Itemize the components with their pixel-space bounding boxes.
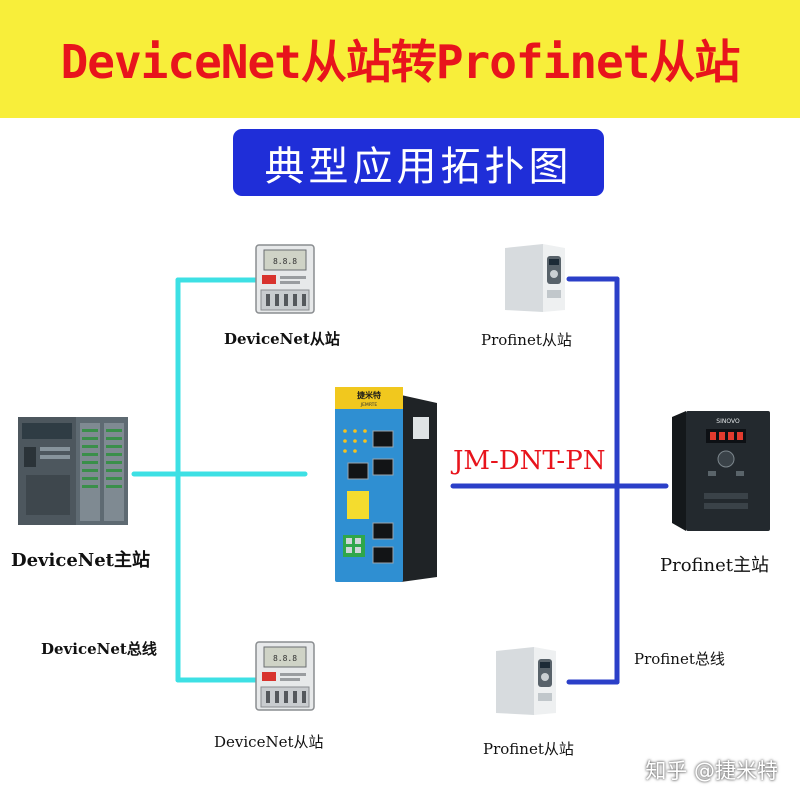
profinet-bus-lines <box>450 276 669 685</box>
gateway-device-icon: 捷米特 JEMRTE <box>335 387 437 582</box>
profinet-master-label: Profinet主站 <box>660 555 770 576</box>
profinet-slave-bottom-inverter-icon <box>496 647 556 715</box>
profinet-master-inverter-icon: SINOVO <box>672 411 770 531</box>
devicenet-master-plc-icon <box>18 417 128 525</box>
profinet-slave-bottom-label: Profinet从站 <box>483 740 574 758</box>
svg-text:8.8.8: 8.8.8 <box>273 257 297 266</box>
watermark: 知乎 @捷米特 <box>645 759 778 783</box>
profinet-bus-label: Profinet总线 <box>634 650 725 668</box>
gateway-brand-en-text: JEMRTE <box>360 402 378 408</box>
profinet-slave-top-inverter-icon <box>505 244 565 312</box>
devicenet-slave-bottom-meter-icon: 8.8.8 <box>255 641 315 711</box>
gateway-model-label: JM-DNT-PN <box>453 446 606 476</box>
devicenet-bus-lines <box>131 277 308 683</box>
profinet-slave-top-label: Profinet从站 <box>481 331 572 349</box>
inverter-brand-text: SINOVO <box>716 418 740 425</box>
devicenet-slave-top-meter-icon: 8.8.8 <box>255 244 315 314</box>
subtitle-box: 典型应用拓扑图 <box>233 129 604 196</box>
svg-text:8.8.8: 8.8.8 <box>273 654 297 663</box>
devicenet-bus-label: DeviceNet总线 <box>41 640 157 658</box>
page-title: DeviceNet从站转Profinet从站 <box>60 35 741 89</box>
devicenet-slave-bottom-label: DeviceNet从站 <box>214 733 324 751</box>
subtitle-text: 典型应用拓扑图 <box>264 143 573 190</box>
devicenet-master-label: DeviceNet主站 <box>11 550 150 571</box>
title-banner: DeviceNet从站转Profinet从站 <box>0 0 800 118</box>
devicenet-slave-top-label: DeviceNet从站 <box>224 330 340 348</box>
gateway-brand-text: 捷米特 <box>357 390 381 400</box>
